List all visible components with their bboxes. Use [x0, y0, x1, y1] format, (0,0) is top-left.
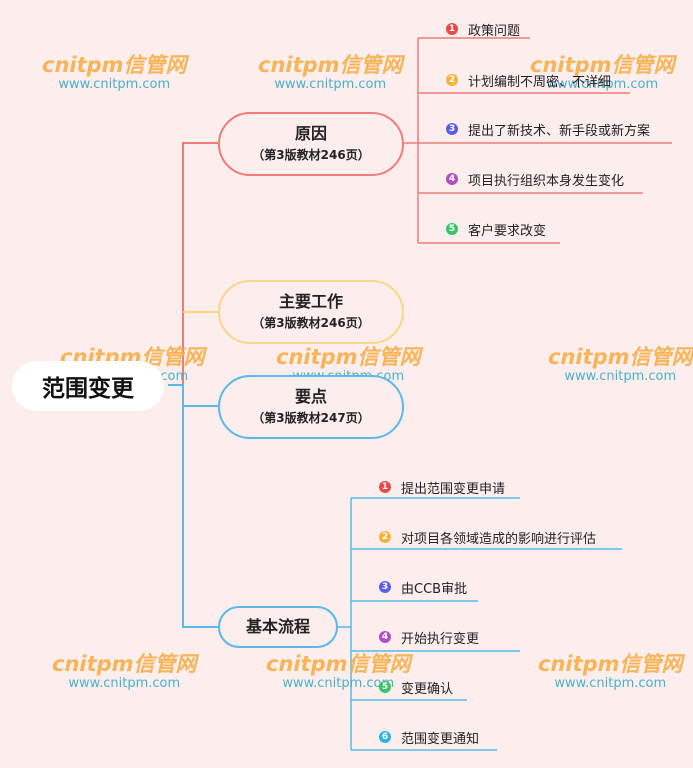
root-node[interactable]: 范围变更	[12, 361, 164, 411]
number-badge: 4	[379, 631, 391, 643]
number-badge: 3	[379, 581, 391, 593]
branch-title: 基本流程	[245, 617, 310, 636]
process-label: 对项目各领域造成的影响进行评估	[401, 531, 597, 547]
branch-node-process[interactable]: 基本流程	[218, 606, 338, 648]
branch-node-main-work[interactable]: 主要工作 （第3版教材246页）	[218, 280, 404, 344]
branch-node-causes[interactable]: 原因 （第3版教材246页）	[218, 112, 404, 176]
number-badge: 3	[446, 123, 458, 135]
cause-item[interactable]: 1 政策问题	[446, 19, 520, 39]
process-step[interactable]: 2 对项目各领域造成的影响进行评估	[379, 527, 596, 547]
number-badge: 5	[379, 681, 391, 693]
branch-title: 原因	[294, 124, 327, 143]
branch-title: 要点	[294, 387, 327, 406]
process-step[interactable]: 1 提出范围变更申请	[379, 477, 505, 497]
root-label: 范围变更	[42, 376, 134, 402]
number-badge: 1	[446, 23, 458, 35]
cause-item[interactable]: 2 计划编制不周密、不详细	[446, 70, 611, 90]
process-label: 由CCB审批	[401, 581, 468, 597]
cause-item[interactable]: 5 客户要求改变	[446, 219, 546, 239]
process-label: 提出范围变更申请	[401, 481, 506, 497]
cause-label: 计划编制不周密、不详细	[468, 74, 612, 90]
branch-subtitle: （第3版教材247页）	[252, 411, 370, 425]
branch-subtitle: （第3版教材246页）	[252, 316, 370, 330]
number-badge: 2	[446, 74, 458, 86]
process-label: 开始执行变更	[401, 631, 480, 647]
process-label: 范围变更通知	[401, 731, 480, 747]
branch-subtitle: （第3版教材246页）	[252, 148, 370, 162]
number-badge: 2	[379, 531, 391, 543]
cause-label: 客户要求改变	[468, 223, 547, 239]
branch-title: 主要工作	[278, 292, 343, 311]
number-badge: 6	[379, 731, 391, 743]
process-step[interactable]: 3 由CCB审批	[379, 577, 467, 597]
cause-item[interactable]: 4 项目执行组织本身发生变化	[446, 169, 624, 189]
number-badge: 4	[446, 173, 458, 185]
branch-node-key-points[interactable]: 要点 （第3版教材247页）	[218, 375, 404, 439]
cause-label: 政策问题	[468, 23, 521, 39]
cause-item[interactable]: 3 提出了新技术、新手段或新方案	[446, 119, 650, 139]
number-badge: 1	[379, 481, 391, 493]
process-step[interactable]: 4 开始执行变更	[379, 627, 479, 647]
process-step[interactable]: 6 范围变更通知	[379, 727, 479, 747]
number-badge: 5	[446, 223, 458, 235]
process-step[interactable]: 5 变更确认	[379, 677, 453, 697]
process-label: 变更确认	[401, 681, 454, 697]
cause-label: 项目执行组织本身发生变化	[468, 173, 625, 189]
cause-label: 提出了新技术、新手段或新方案	[468, 123, 651, 139]
